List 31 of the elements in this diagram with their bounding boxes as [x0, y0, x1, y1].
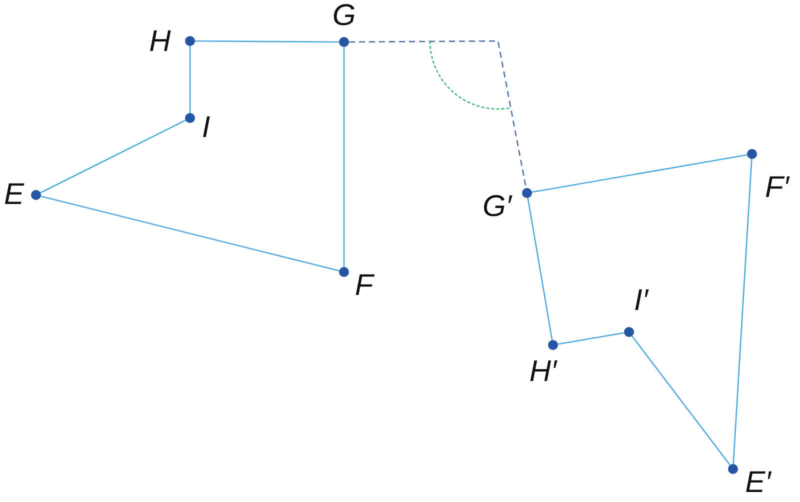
vertex-label: H: [149, 27, 171, 57]
vertex-point: [522, 188, 532, 198]
vertex-label: I′: [634, 286, 648, 316]
polygon-side: [732, 158, 752, 464]
vertex-point: [185, 113, 195, 123]
vertex-point: [339, 267, 349, 277]
vertex-label: G′: [482, 192, 512, 222]
vertex-point: [624, 327, 634, 337]
vertex-label: H′: [529, 357, 557, 387]
polygon-side: [558, 332, 624, 345]
vertex-point: [31, 190, 41, 200]
vertex-label: F′: [765, 173, 789, 203]
polygon-side: [343, 47, 345, 267]
polygon-side: [632, 336, 730, 466]
polygon-side: [189, 46, 191, 113]
vertex-point: [185, 36, 195, 46]
vertex-point: [339, 37, 349, 47]
vertex-label: E: [4, 180, 24, 210]
vertex-label: E′: [745, 468, 771, 498]
vertex-point: [728, 464, 738, 474]
polygon-side: [532, 154, 748, 193]
dashed-line: [349, 40, 527, 188]
polygon-side: [527, 198, 553, 340]
vertex-label: G: [332, 1, 356, 31]
polygon-side: [40, 120, 186, 194]
vertex-label: I: [202, 113, 210, 143]
vertex-point: [548, 340, 558, 350]
polygon-side: [40, 196, 340, 272]
vertex-point: [747, 149, 757, 159]
vertex-label: F: [354, 271, 374, 301]
polygon-side: [195, 40, 339, 43]
